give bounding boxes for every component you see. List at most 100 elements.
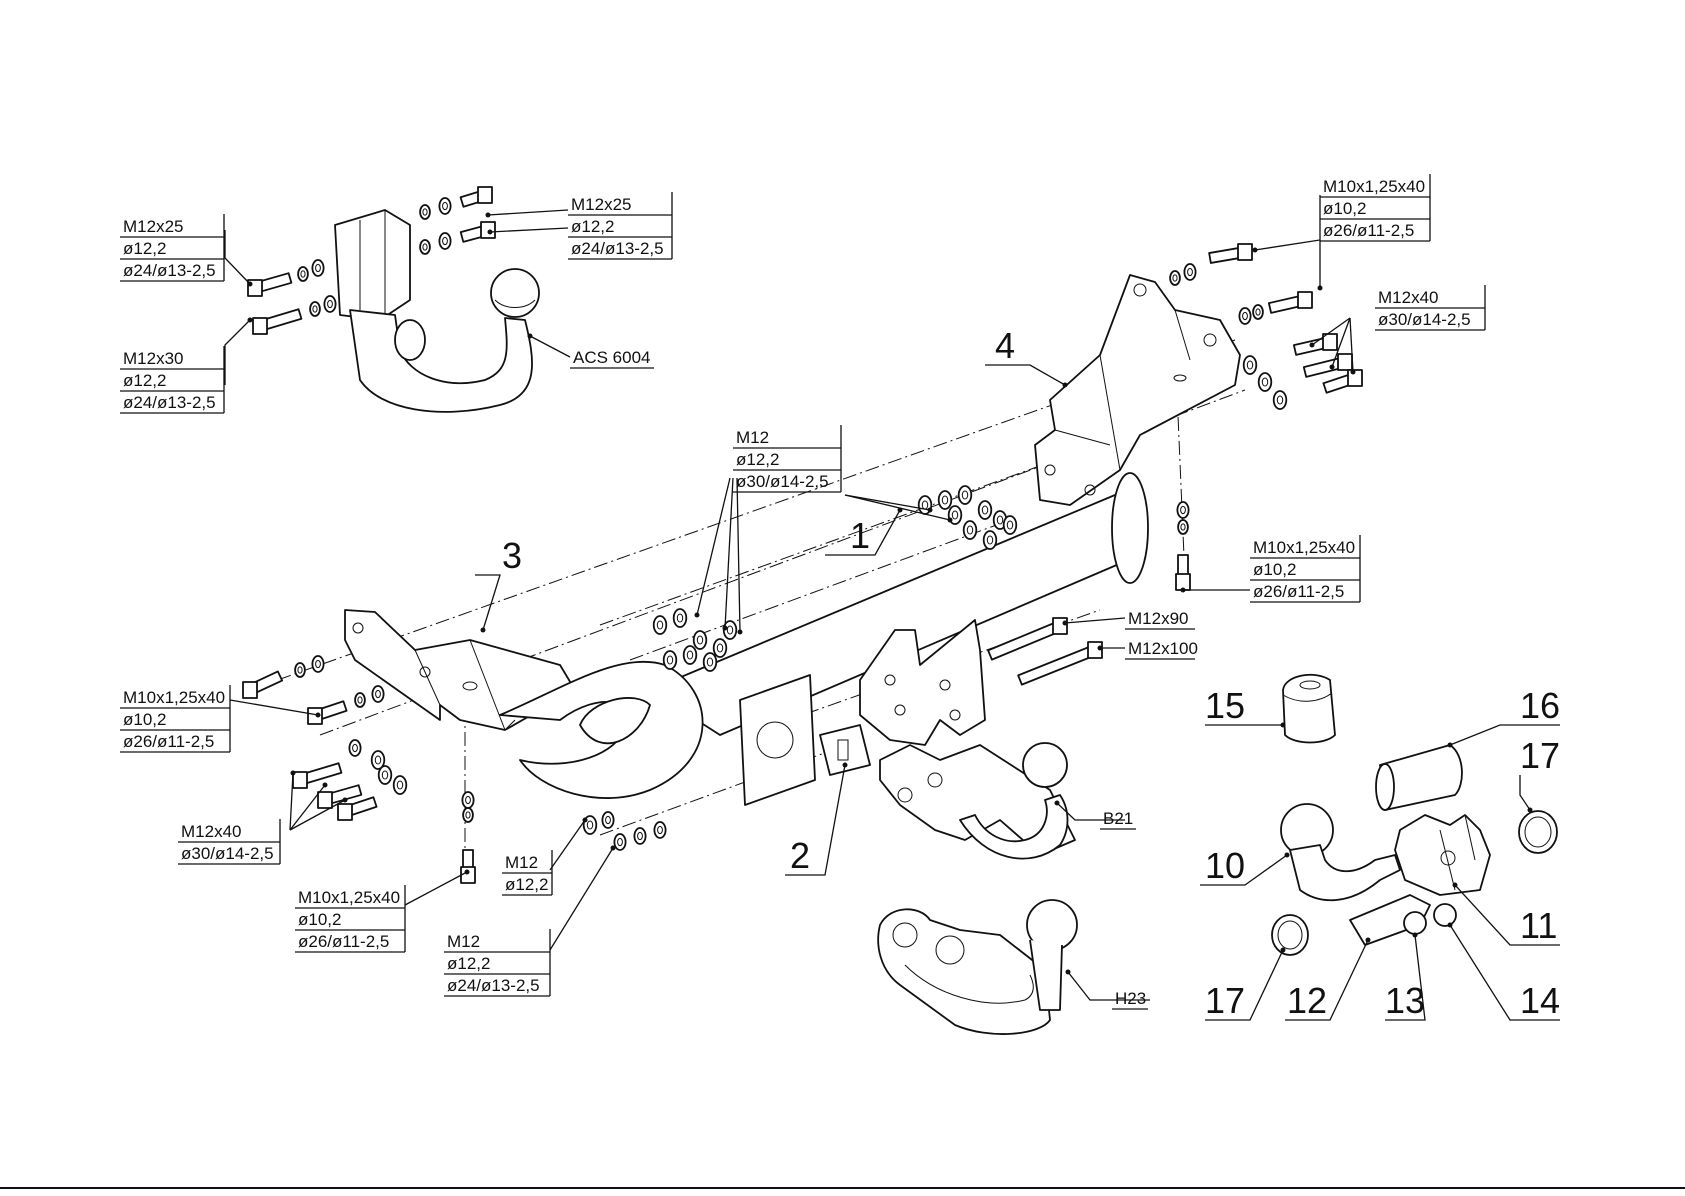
callout-text: ø10,2	[1253, 560, 1296, 579]
part-label-16: 16	[1520, 685, 1560, 726]
washer	[294, 662, 306, 678]
callout-m12x90: M12x90	[1125, 609, 1195, 630]
washer-hole	[1187, 267, 1193, 277]
bolt-head	[1322, 333, 1338, 351]
callout-text: ø12,2	[123, 371, 166, 390]
callout-text: M12x40	[181, 822, 241, 841]
washer	[633, 827, 647, 845]
washer	[1177, 519, 1189, 535]
washer-hole	[586, 820, 594, 830]
washer-hole	[716, 643, 724, 653]
washer	[377, 765, 393, 785]
washer	[601, 811, 615, 829]
callout-text: M10x1,25x40	[298, 888, 400, 907]
bolt-head	[460, 866, 476, 884]
towball-acs-6004	[334, 209, 540, 413]
washer	[311, 655, 325, 673]
sleeve-part-16	[1375, 744, 1463, 811]
part-label-17-left: 17	[1205, 980, 1245, 1021]
part-label-2: 2	[790, 835, 810, 876]
washer-hole	[1172, 274, 1178, 282]
callout-text: ø24/ø13-2,5	[123, 261, 216, 280]
washer-hole	[422, 208, 428, 216]
washer-hole	[465, 795, 471, 805]
callout-text: M12	[447, 932, 480, 951]
washer	[957, 485, 973, 505]
washer-hole	[617, 837, 623, 847]
part-label-11: 11	[1520, 905, 1557, 946]
washer-hole	[396, 780, 404, 790]
washer-hole	[966, 525, 974, 535]
washer-hole	[381, 770, 389, 780]
callout-text: ø30/ø14-2,5	[736, 472, 829, 491]
washer	[662, 650, 678, 670]
washer	[297, 266, 309, 282]
washer-hole	[315, 659, 321, 669]
washer-hole	[465, 811, 471, 819]
part-number-labels: 1 2 3 4 10 11 12 13 14 15 16 17 17	[502, 325, 1560, 1021]
callout-text: ø12,2	[447, 954, 490, 973]
washer	[370, 750, 386, 770]
washer-hole	[1006, 520, 1014, 530]
washer	[1252, 304, 1264, 320]
washer	[962, 520, 978, 540]
callout-text: M12x30	[123, 349, 183, 368]
callout-text: ø26/ø11-2,5	[1323, 221, 1414, 240]
washer	[682, 645, 698, 665]
washer-hole	[442, 236, 448, 246]
washer-hole	[352, 743, 358, 753]
washer-hole	[374, 755, 382, 765]
callout-text: M12x25	[123, 217, 183, 236]
callout-text: ø12,2	[736, 450, 779, 469]
part-label-13: 13	[1385, 980, 1425, 1021]
callout-text: ø30/ø14-2,5	[181, 844, 274, 863]
washer	[1257, 372, 1273, 392]
washer	[1169, 270, 1181, 286]
washer-hole	[951, 510, 959, 520]
washer	[419, 204, 431, 220]
socket-plate-part-2	[739, 674, 871, 806]
towball-h23	[877, 899, 1078, 1035]
part-label-17-right: 17	[1520, 735, 1560, 776]
bolt-head	[480, 221, 496, 239]
washer-hole	[981, 505, 989, 515]
washer-hole	[1276, 395, 1284, 405]
callout-text: M10x1,25x40	[123, 688, 225, 707]
washer-hole	[666, 655, 674, 665]
removable-towball-assembly	[1280, 803, 1491, 946]
callout-text: H23	[1115, 989, 1146, 1008]
bolt-head	[1052, 617, 1068, 635]
part-label-15: 15	[1205, 685, 1245, 726]
washer	[937, 490, 953, 510]
callout-text: ø10,2	[123, 710, 166, 729]
bolt-head	[1237, 243, 1253, 261]
bolt-head	[1297, 291, 1313, 309]
callout-text: ø12,2	[571, 217, 614, 236]
center-flange-plate	[859, 619, 986, 746]
coupling-part-11	[1394, 814, 1491, 896]
washer-hole	[961, 490, 969, 500]
washer-hole	[941, 495, 949, 505]
towball-b21	[879, 742, 1076, 860]
washer-part-14	[1433, 903, 1457, 927]
callout-m12x100: M12x100	[1125, 639, 1198, 660]
caps-part-17	[1271, 810, 1558, 956]
callout-text: ø24/ø13-2,5	[571, 239, 664, 258]
callout-b21: B21	[1100, 809, 1136, 830]
washer	[461, 791, 475, 809]
washer	[977, 500, 993, 520]
callout-text: M10x1,25x40	[1253, 538, 1355, 557]
left-bracket-part-3	[344, 609, 576, 731]
washer	[702, 652, 718, 672]
washer	[1002, 515, 1018, 535]
washer-hole	[696, 635, 704, 645]
washer-hole	[297, 666, 303, 674]
callout-text: ø10,2	[298, 910, 341, 929]
callout-h23: H23	[1112, 989, 1148, 1010]
washer	[982, 530, 998, 550]
